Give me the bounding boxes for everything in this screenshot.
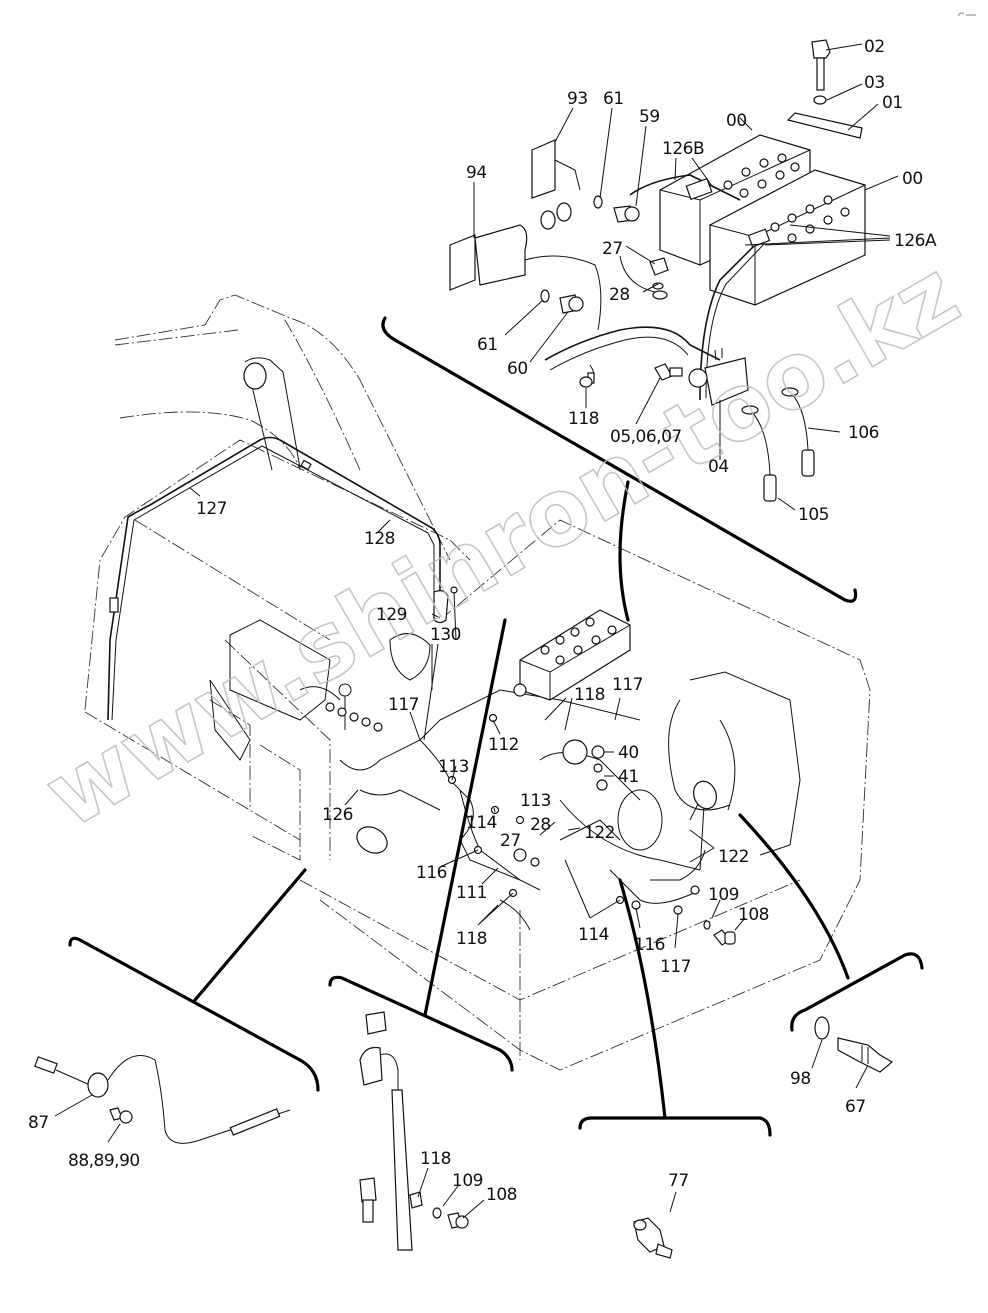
callout-40: 40 <box>618 743 639 763</box>
callout-117-right: 117 <box>612 675 643 695</box>
callout-116-right: 116 <box>634 935 665 955</box>
callout-05-06-07: 05,06,07 <box>610 427 682 447</box>
callout-112: 112 <box>488 735 519 755</box>
callout-03: 03 <box>864 73 885 93</box>
detail-sensor-67 <box>738 813 924 1073</box>
detail-sensor-87 <box>34 868 320 1144</box>
machine-outline <box>84 294 871 1071</box>
callout-114-left: 114 <box>466 813 497 833</box>
callout-126b: 126B <box>662 139 704 159</box>
callout-108-mid: 108 <box>738 905 769 925</box>
callout-117-low: 117 <box>660 957 691 977</box>
callout-77: 77 <box>668 1171 689 1191</box>
callout-109-mid: 109 <box>708 885 739 905</box>
callout-122-right: 122 <box>718 847 749 867</box>
callout-61-top: 61 <box>603 89 624 109</box>
callout-106: 106 <box>848 423 879 443</box>
callout-02: 02 <box>864 37 885 57</box>
battery-terminals <box>723 153 850 243</box>
callout-88-89-90: 88,89,90 <box>68 1151 140 1171</box>
detail-switch-118 <box>328 618 514 1251</box>
callout-59: 59 <box>639 107 660 127</box>
detail-switch-77 <box>578 878 772 1259</box>
callout-130: 130 <box>430 625 461 645</box>
callout-113-mid: 113 <box>520 791 551 811</box>
wiring-harness <box>107 436 736 946</box>
battery-detail <box>381 39 866 622</box>
callout-61-left: 61 <box>477 335 498 355</box>
callout-114-right: 114 <box>578 925 609 945</box>
callout-118-mid: 118 <box>574 685 605 705</box>
callout-118-top: 118 <box>568 409 599 429</box>
callout-111: 111 <box>456 883 487 903</box>
callout-118-bottom: 118 <box>420 1149 451 1169</box>
callout-04: 04 <box>708 457 729 477</box>
callout-87: 87 <box>28 1113 49 1133</box>
callout-109-bottom: 109 <box>452 1171 483 1191</box>
callout-128: 128 <box>364 529 395 549</box>
callout-00-top: 00 <box>726 111 747 131</box>
callout-00-right: 00 <box>902 169 923 189</box>
callout-28-top: 28 <box>609 285 630 305</box>
callout-28-mid: 28 <box>530 815 551 835</box>
callout-127: 127 <box>196 499 227 519</box>
callout-27-top: 27 <box>602 239 623 259</box>
callout-122-mid: 122 <box>584 823 615 843</box>
callout-60: 60 <box>507 359 528 379</box>
callout-93: 93 <box>567 89 588 109</box>
leader-lines <box>54 43 899 1219</box>
callout-108-bottom: 108 <box>486 1185 517 1205</box>
callout-01: 01 <box>882 93 903 113</box>
callout-94: 94 <box>466 163 487 183</box>
callout-105: 105 <box>798 505 829 525</box>
callout-118-low: 118 <box>456 929 487 949</box>
callout-126: 126 <box>322 805 353 825</box>
callout-27-mid: 27 <box>500 831 521 851</box>
callout-126a: 126A <box>894 231 937 251</box>
callout-113-left: 113 <box>438 757 469 777</box>
callout-129: 129 <box>376 605 407 625</box>
callout-117-left: 117 <box>388 695 419 715</box>
callout-41: 41 <box>618 767 639 787</box>
callout-98: 98 <box>790 1069 811 1089</box>
callout-116-left: 116 <box>416 863 447 883</box>
corner-mark <box>957 4 978 17</box>
callout-67: 67 <box>845 1097 866 1117</box>
callout-labels: 02 03 01 00 00 126B 126A 93 61 59 94 27 … <box>28 37 937 1205</box>
